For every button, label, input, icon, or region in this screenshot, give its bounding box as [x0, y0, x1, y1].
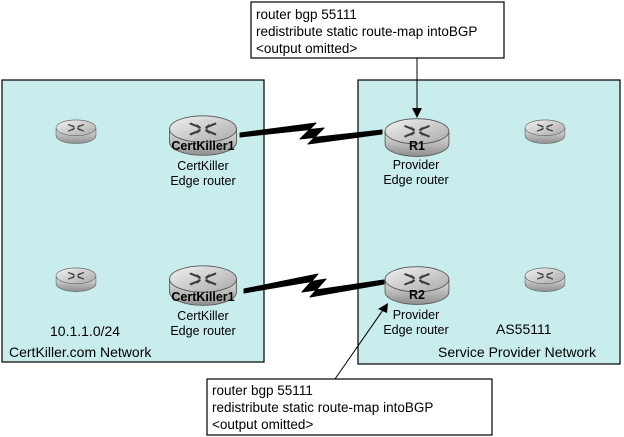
router-icon [524, 267, 566, 293]
left-network-subnet: 10.1.1.0/24 [50, 323, 120, 339]
top-config-line-3: <output omitted> [256, 41, 357, 56]
left-network-name: CertKiller.com Network [9, 344, 152, 360]
bottom-config-box [206, 378, 493, 436]
r1-caption-2: Edge router [383, 173, 448, 187]
left-router-bottom-caption-1: CertKiller [177, 309, 228, 323]
serial-link-lightning-icon [239, 122, 383, 145]
left-router-top-caption-1: CertKiller [177, 159, 228, 173]
top-config-box [250, 1, 505, 59]
serial-link-lightning-icon [243, 273, 385, 298]
top-config-arrow [412, 58, 422, 118]
left-router-top-caption-2: Edge router [170, 174, 235, 188]
bottom-config-line-3: <output omitted> [212, 417, 313, 432]
bottom-config-line-2: redistribute static route-map intoBGP [212, 400, 433, 415]
router-icon [524, 119, 566, 145]
right-network-as: AS55111 [496, 321, 552, 337]
r2-caption-1: Provider [393, 308, 440, 322]
left-router-top-label: CertKiller1 [171, 139, 234, 153]
r2-caption-2: Edge router [383, 323, 448, 337]
bottom-config-arrow [334, 303, 388, 380]
left-router-bottom-caption-2: Edge router [170, 324, 235, 338]
bottom-config-line-1: router bgp 55111 [212, 383, 313, 398]
top-config-line-2: redistribute static route-map intoBGP [256, 24, 477, 39]
r1-caption-1: Provider [393, 158, 440, 172]
top-config-line-1: router bgp 55111 [256, 7, 357, 22]
r1-label: R1 [409, 139, 425, 153]
left-router-bottom-label: CertKiller1 [171, 290, 234, 304]
router-icon [55, 119, 97, 145]
r2-label: R2 [409, 288, 425, 302]
router-icon [55, 267, 97, 293]
right-network-name: Service Provider Network [438, 344, 597, 360]
